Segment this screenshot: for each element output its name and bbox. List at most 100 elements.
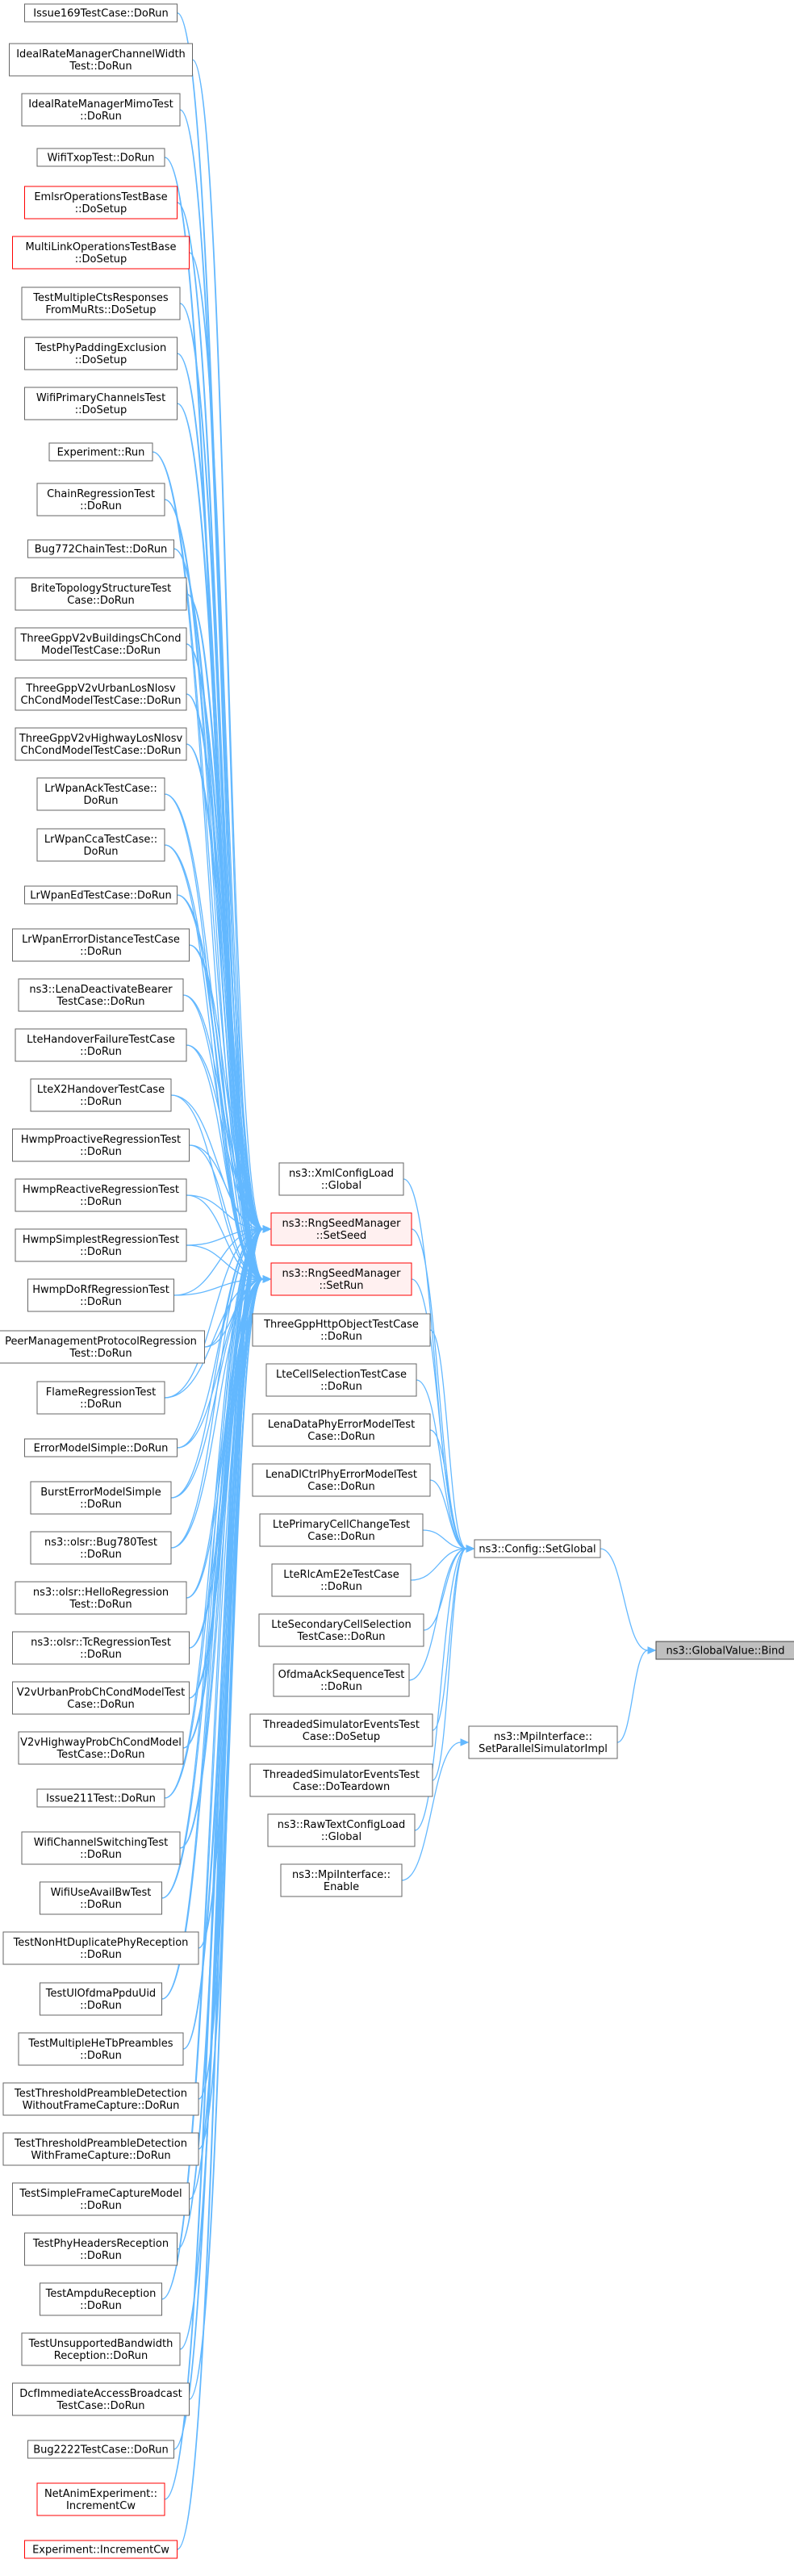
node-box[interactable] [36,148,165,167]
node-m2[interactable]: LteCellSelectionTestCase::DoRun [265,1363,417,1397]
node-l51[interactable]: Experiment::IncrementCw [24,2540,178,2559]
node-l39[interactable]: TestNonHtDuplicatePhyReception::DoRun [2,1931,199,1965]
node-box[interactable] [27,2440,174,2459]
node-m1[interactable]: ThreeGppHttpObjectTestCase::DoRun [252,1313,431,1347]
node-box[interactable] [2,2132,199,2166]
node-l49[interactable]: Bug2222TestCase::DoRun [27,2440,174,2459]
node-box[interactable] [9,43,193,77]
node-l50[interactable]: NetAnimExperiment::IncrementCw [36,2482,165,2516]
node-box[interactable] [259,1513,424,1547]
node-l31[interactable]: ns3::olsr::Bug780Test::DoRun [30,1531,172,1565]
node-box[interactable] [15,1228,187,1262]
node-l48[interactable]: DcfImmediateAccessBroadcastTestCase::DoR… [12,2382,190,2416]
node-setpar[interactable]: ns3::MpiInterface::SetParallelSimulatorI… [468,1725,618,1759]
node-box[interactable] [24,1438,178,1457]
node-l33[interactable]: ns3::olsr::TcRegressionTest::DoRun [12,1631,190,1665]
node-setrun[interactable]: ns3::RngSeedManager::SetRun [270,1262,412,1296]
node-box[interactable] [36,483,165,516]
node-box[interactable] [0,1330,205,1364]
node-box[interactable] [15,577,187,611]
node-box[interactable] [24,885,178,905]
node-box[interactable] [21,93,181,127]
node-box[interactable] [36,2482,165,2516]
node-box[interactable] [2,2082,199,2116]
node-l27[interactable]: PeerManagementProtocolRegressionTest::Do… [0,1330,205,1364]
node-box[interactable] [15,727,187,761]
node-l0[interactable]: Issue169TestCase::DoRun [24,3,178,23]
node-box[interactable] [36,828,165,862]
node-box[interactable] [12,2182,190,2216]
node-box[interactable] [468,1725,618,1759]
node-m10[interactable]: ThreadedSimulatorEventsTestCase::DoTeard… [249,1763,433,1797]
node-box[interactable] [27,1278,174,1312]
node-box[interactable] [24,3,178,23]
node-box[interactable] [21,286,181,320]
node-box[interactable] [12,236,190,270]
node-l13[interactable]: ThreeGppV2vBuildingsChCondModelTestCase:… [15,627,187,661]
node-l29[interactable]: ErrorModelSimple::DoRun [24,1438,178,1457]
node-l2[interactable]: IdealRateManagerMimoTest::DoRun [21,93,181,127]
node-l28[interactable]: FlameRegressionTest::DoRun [36,1381,165,1415]
node-l41[interactable]: TestMultipleHeTbPreambles::DoRun [18,2032,184,2066]
node-l21[interactable]: LteHandoverFailureTestCase::DoRun [15,1028,187,1062]
node-box[interactable] [48,442,153,462]
node-l46[interactable]: TestAmpduReception::DoRun [40,2282,162,2316]
node-l37[interactable]: WifiChannelSwitchingTest::DoRun [21,1831,181,1865]
node-box[interactable] [655,1641,794,1660]
node-m6[interactable]: LteRlcAmE2eTestCase::DoRun [271,1563,412,1597]
node-box[interactable] [249,1763,433,1797]
node-l8[interactable]: WifiPrimaryChannelsTest::DoSetup [24,387,178,420]
node-box[interactable] [12,928,190,962]
node-l22[interactable]: LteX2HandoverTestCase::DoRun [30,1078,172,1112]
node-box[interactable] [258,1613,424,1647]
node-l3[interactable]: WifiTxopTest::DoRun [36,148,165,167]
node-l23[interactable]: HwmpProactiveRegressionTest::DoRun [12,1128,190,1162]
node-l18[interactable]: LrWpanEdTestCase::DoRun [24,885,178,905]
node-box[interactable] [12,2382,190,2416]
node-box[interactable] [252,1313,431,1347]
node-box[interactable] [252,1463,431,1497]
node-m8[interactable]: OfdmaAckSequenceTest::DoRun [273,1663,410,1697]
node-l25[interactable]: HwmpSimplestRegressionTest::DoRun [15,1228,187,1262]
node-m12[interactable]: ns3::MpiInterface::Enable [280,1863,403,1897]
node-box[interactable] [280,1863,403,1897]
node-box[interactable] [249,1713,433,1747]
node-m11[interactable]: ns3::RawTextConfigLoad::Global [267,1813,416,1847]
node-l6[interactable]: TestMultipleCtsResponsesFromMuRts::DoSet… [21,286,181,320]
node-box[interactable] [273,1663,410,1697]
node-box[interactable] [21,1831,181,1865]
node-box[interactable] [267,1813,416,1847]
node-box[interactable] [24,2540,178,2559]
node-l19[interactable]: LrWpanErrorDistanceTestCase::DoRun [12,928,190,962]
node-box[interactable] [36,1788,165,1808]
node-setseed[interactable]: ns3::RngSeedManager::SetSeed [270,1212,412,1246]
node-box[interactable] [24,387,178,420]
node-box[interactable] [271,1563,412,1597]
node-setglobal[interactable]: ns3::Config::SetGlobal [474,1539,601,1558]
node-l7[interactable]: TestPhyPaddingExclusion::DoSetup [24,337,178,370]
node-box[interactable] [15,627,187,661]
node-root[interactable]: ns3::GlobalValue::Bind [655,1641,794,1660]
node-l24[interactable]: HwmpReactiveRegressionTest::DoRun [15,1178,187,1212]
node-l9[interactable]: Experiment::Run [48,442,153,462]
node-l44[interactable]: TestSimpleFrameCaptureModel::DoRun [12,2182,190,2216]
node-l30[interactable]: BurstErrorModelSimple::DoRun [30,1481,172,1515]
node-box[interactable] [18,1731,184,1765]
node-box[interactable] [15,677,187,711]
node-box[interactable] [278,1162,404,1196]
node-box[interactable] [18,2032,184,2066]
node-l36[interactable]: Issue211Test::DoRun [36,1788,165,1808]
node-l11[interactable]: Bug772ChainTest::DoRun [27,539,174,558]
node-box[interactable] [265,1363,417,1397]
node-l15[interactable]: ThreeGppV2vHighwayLosNlosvChCondModelTes… [15,727,187,761]
node-box[interactable] [12,1681,190,1715]
